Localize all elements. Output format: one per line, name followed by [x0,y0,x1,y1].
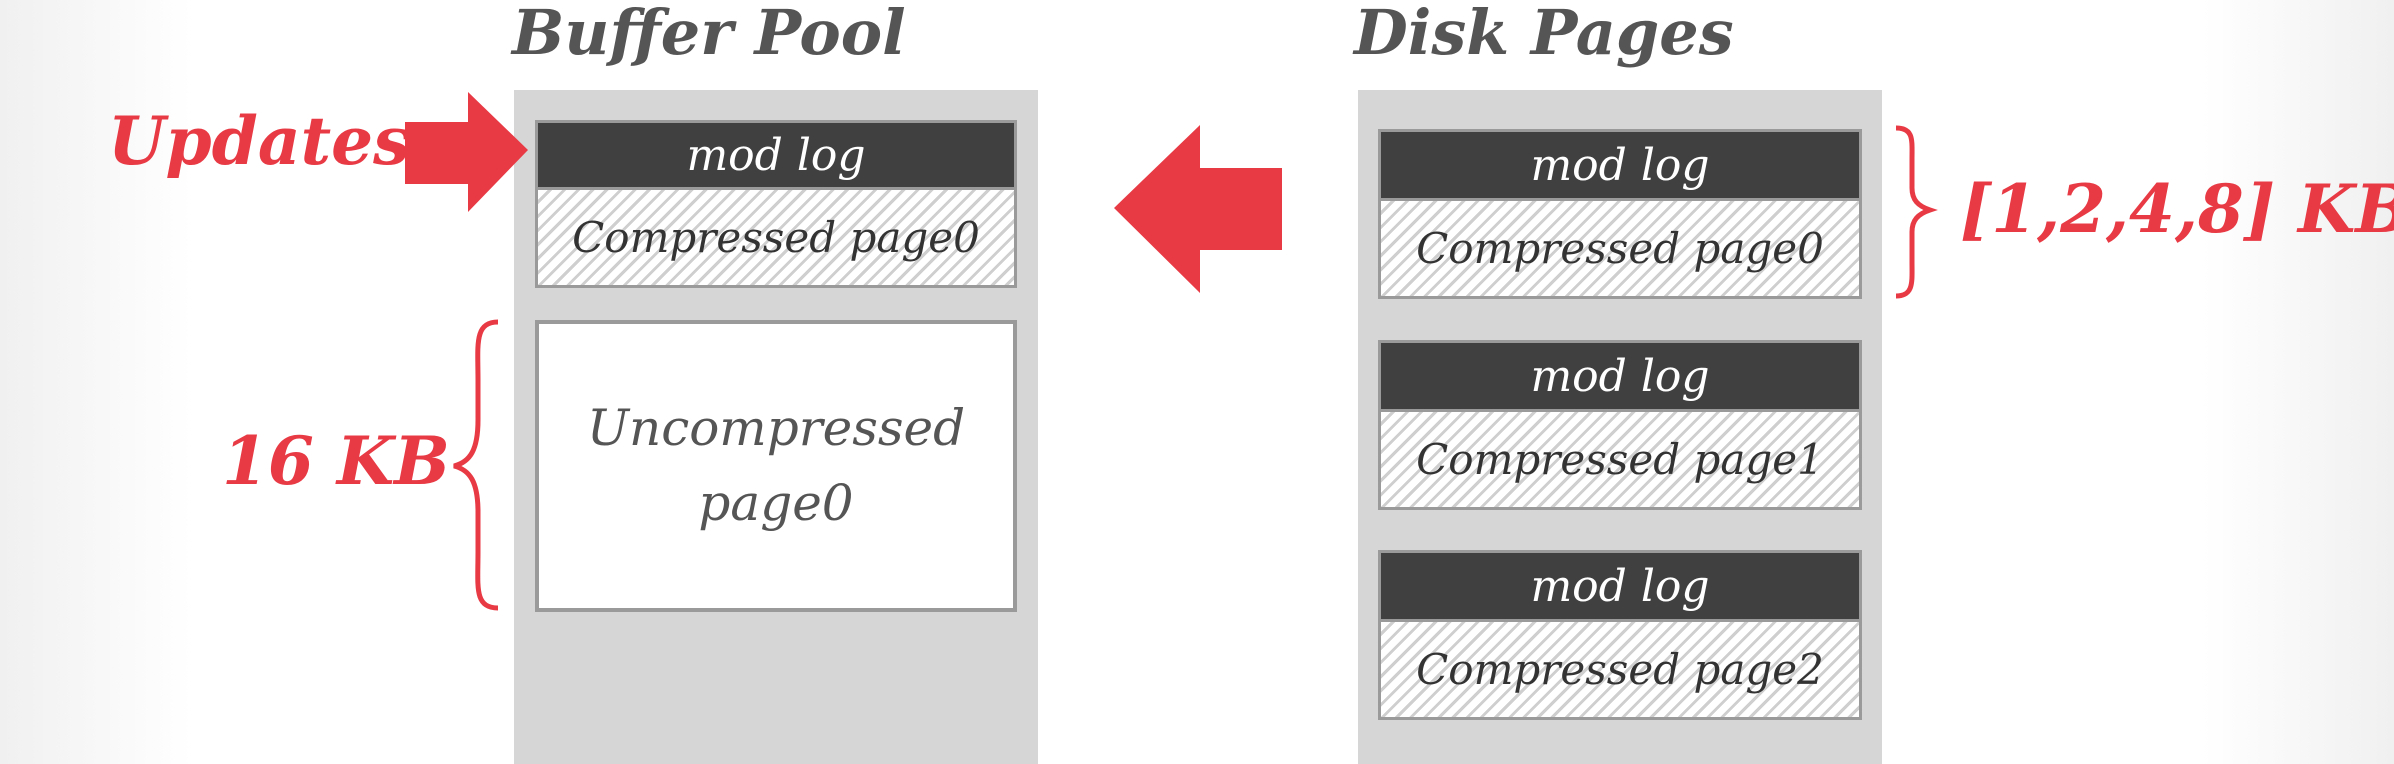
disk-mod-log-0: mod log [1378,129,1862,201]
size-16kb-label: 16 KB [222,422,450,500]
buffer-compressed-page-label: Compressed page0 [572,213,980,262]
brace-compressed [1895,125,1938,299]
buffer-pool-heading: Buffer Pool [512,0,906,69]
disk-compressed-page-2: Compressed page2 [1378,622,1862,720]
buffer-compressed-page: Compressed page0 [535,190,1017,288]
disk-compressed-page-2-label: Compressed page2 [1416,645,1824,694]
updates-arrow [405,92,528,212]
brace-16kb [453,319,499,611]
disk-mod-log-1: mod log [1378,340,1862,412]
updates-label: Updates [108,102,411,180]
disk-compressed-page-1: Compressed page1 [1378,412,1862,510]
uncompressed-page-line1: Uncompressed [586,399,966,457]
disk-mod-log-2: mod log [1378,550,1862,622]
uncompressed-page: Uncompressed page0 [535,320,1017,612]
disk-compressed-page-1-label: Compressed page1 [1416,435,1824,484]
size-compressed-label: [1,2,4,8] KB [1960,170,2394,248]
uncompressed-page-line2: page0 [698,474,854,532]
disk-pages-heading: Disk Pages [1354,0,1734,69]
disk-compressed-page-0-label: Compressed page0 [1416,224,1824,273]
load-arrow [1114,125,1282,293]
disk-compressed-page-0: Compressed page0 [1378,201,1862,299]
buffer-mod-log: mod log [535,120,1017,190]
